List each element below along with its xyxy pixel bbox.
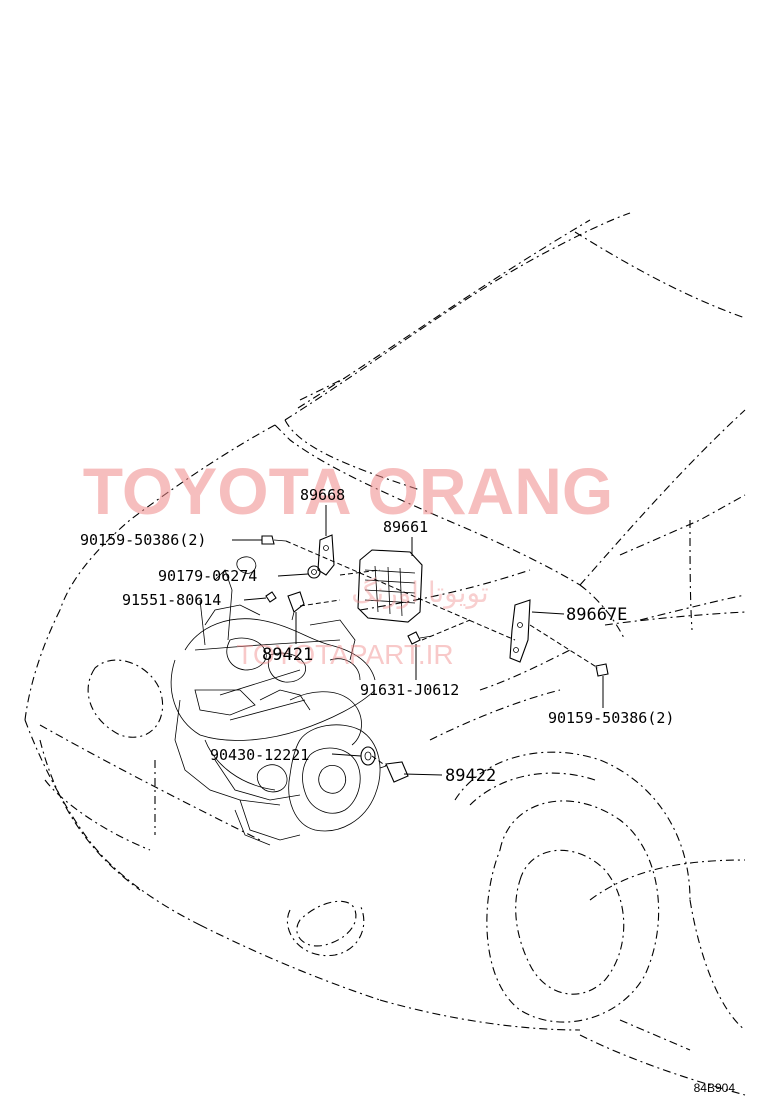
screw-91551 xyxy=(265,591,277,603)
ecu-89661 xyxy=(357,549,423,623)
part-label-90179-06274: 90179-06274 xyxy=(158,567,257,585)
part-label-89667E: 89667E xyxy=(566,605,627,625)
part-label-90159-50386-left: 90159-50386(2) xyxy=(80,531,206,549)
nut-90179 xyxy=(307,565,321,579)
part-label-89421: 89421 xyxy=(262,645,313,665)
part-label-91631-J0612: 91631-J0612 xyxy=(360,681,459,699)
part-label-89422: 89422 xyxy=(445,766,496,786)
watermark-persian: تویوتا اورنگ xyxy=(351,576,488,609)
sensor-89421 xyxy=(287,591,305,621)
part-labels: 89668 89661 90159-50386(2) 90179-06274 9… xyxy=(80,486,674,786)
part-label-90430-12221: 90430-12221 xyxy=(210,746,309,764)
bracket-89668 xyxy=(317,534,335,576)
bolt-90159-left xyxy=(261,535,287,545)
part-label-90159-50386-right: 90159-50386(2) xyxy=(548,709,674,727)
watermark-title: TOYOTA ORANG xyxy=(83,454,613,528)
leader-lines xyxy=(232,505,604,776)
car-body-outline xyxy=(24,212,746,1096)
bracket-89667E xyxy=(509,599,531,663)
part-label-89661: 89661 xyxy=(383,518,428,536)
watermark-site: TOYOTAPART.IR xyxy=(236,639,453,670)
drawing-code: 84B904 xyxy=(694,1081,736,1095)
bolt-90159-right xyxy=(595,663,609,677)
sensor-89422 xyxy=(379,761,409,783)
watermark: TOYOTA ORANG تویوتا اورنگ TOYOTAPART.IR xyxy=(83,454,613,670)
part-label-91551-80614: 91551-80614 xyxy=(122,591,221,609)
gasket-90430 xyxy=(360,746,376,766)
engine-sketch xyxy=(170,556,381,846)
part-label-89668: 89668 xyxy=(300,486,345,504)
